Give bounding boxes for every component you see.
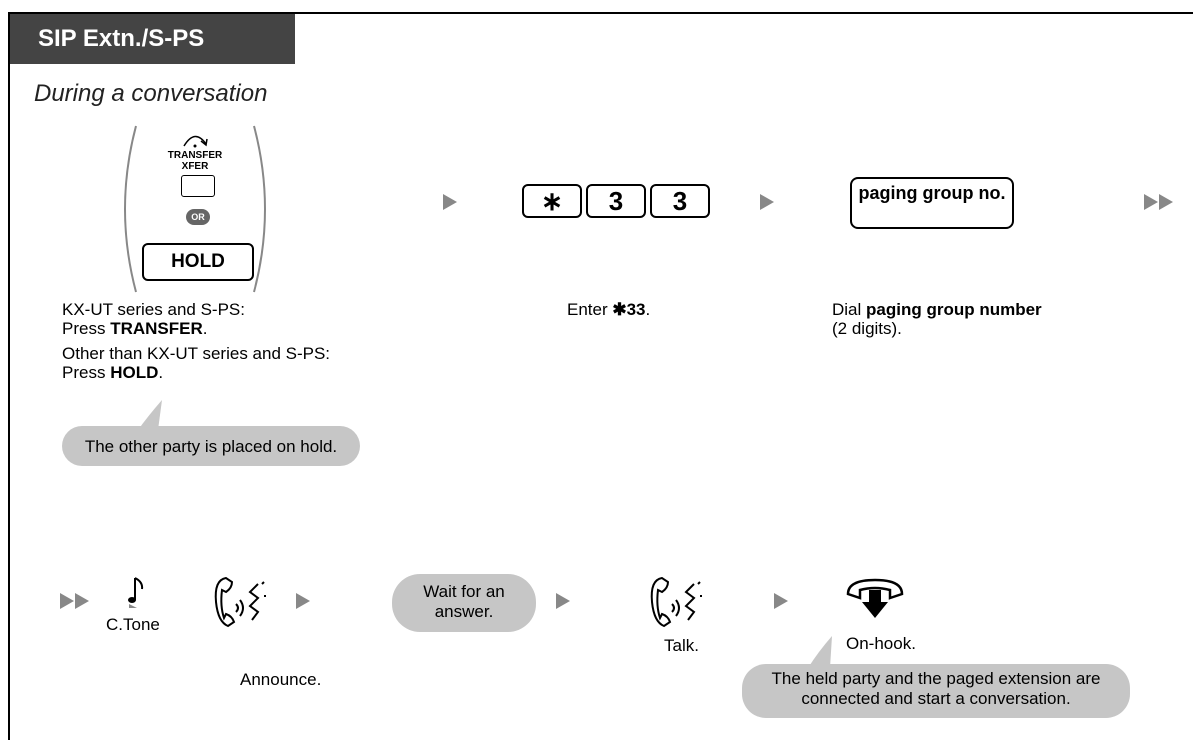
- step2-prefix: Enter: [567, 300, 613, 319]
- step2-bold: ✱33: [612, 300, 646, 319]
- step1-line4-prefix: Press: [62, 363, 111, 382]
- diagram-frame: [8, 12, 1193, 740]
- bracket-icon: [124, 125, 266, 293]
- handset-talk-icon: [650, 576, 702, 628]
- step1-line2-suffix: .: [202, 319, 208, 338]
- transfer-label: TRANSFER XFER: [155, 150, 235, 172]
- transfer-arrow-icon: [183, 135, 208, 148]
- double-arrow-right-icon: [1144, 194, 1173, 210]
- key-3[interactable]: 3: [586, 184, 646, 218]
- step1-instructions: KX-UT series and S-PS: Press TRANSFER. O…: [62, 300, 422, 382]
- step1-line4: Press HOLD.: [62, 363, 422, 382]
- connected-bubble-shape: [742, 636, 1130, 718]
- paging-group-box[interactable]: paging group no.: [850, 177, 1014, 229]
- step1-line4-bold: HOLD: [110, 363, 159, 382]
- step3-prefix: Dial: [832, 300, 867, 319]
- arrow-right-icon: [296, 593, 310, 609]
- talk-label: Talk.: [664, 636, 699, 655]
- hold-bubble: The other party is placed on hold.: [84, 437, 338, 456]
- transfer-button[interactable]: [181, 175, 215, 197]
- wait-bubble: Wait for an answer.: [392, 574, 536, 632]
- step2-instructions: Enter ✱33.: [567, 300, 650, 319]
- section-header: SIP Extn./S-PS: [10, 14, 295, 64]
- step3-suffix: (2 digits).: [832, 319, 902, 338]
- step3-bold: paging group number: [866, 300, 1042, 319]
- key-star[interactable]: ∗: [522, 184, 582, 218]
- key-3[interactable]: 3: [650, 184, 710, 218]
- connected-bubble: The held party and the paged extension a…: [771, 669, 1101, 708]
- hold-bubble-shape: [62, 400, 360, 466]
- step1-line2: Press TRANSFER.: [62, 319, 422, 338]
- arrow-right-icon: [443, 194, 457, 210]
- step2-suffix: .: [645, 300, 651, 319]
- ctone-label: C.Tone: [106, 615, 160, 634]
- or-badge: OR: [186, 209, 210, 225]
- step1-line1: KX-UT series and S-PS:: [62, 300, 245, 319]
- arrow-right-icon: [760, 194, 774, 210]
- xfer-text: XFER: [181, 161, 209, 172]
- handset-talk-icon: [214, 576, 266, 628]
- onhook-label: On-hook.: [846, 634, 916, 653]
- music-note-icon: [128, 577, 144, 608]
- arrow-right-icon: [556, 593, 570, 609]
- step1-line2-prefix: Press: [62, 319, 111, 338]
- step1-line4-suffix: .: [158, 363, 164, 382]
- arrow-right-icon: [774, 593, 788, 609]
- double-arrow-right-icon: [60, 593, 89, 609]
- hold-button[interactable]: HOLD: [142, 243, 254, 281]
- condition-title: During a conversation: [34, 80, 268, 107]
- on-hook-icon: [846, 578, 904, 618]
- step1-line2-bold: TRANSFER: [110, 319, 203, 338]
- transfer-text: TRANSFER: [167, 150, 223, 161]
- step3-instructions: Dial paging group number (2 digits).: [832, 300, 1052, 338]
- button-group: [112, 124, 278, 294]
- announce-label: Announce.: [240, 670, 322, 689]
- step1-line3: Other than KX-UT series and S-PS:: [62, 344, 331, 363]
